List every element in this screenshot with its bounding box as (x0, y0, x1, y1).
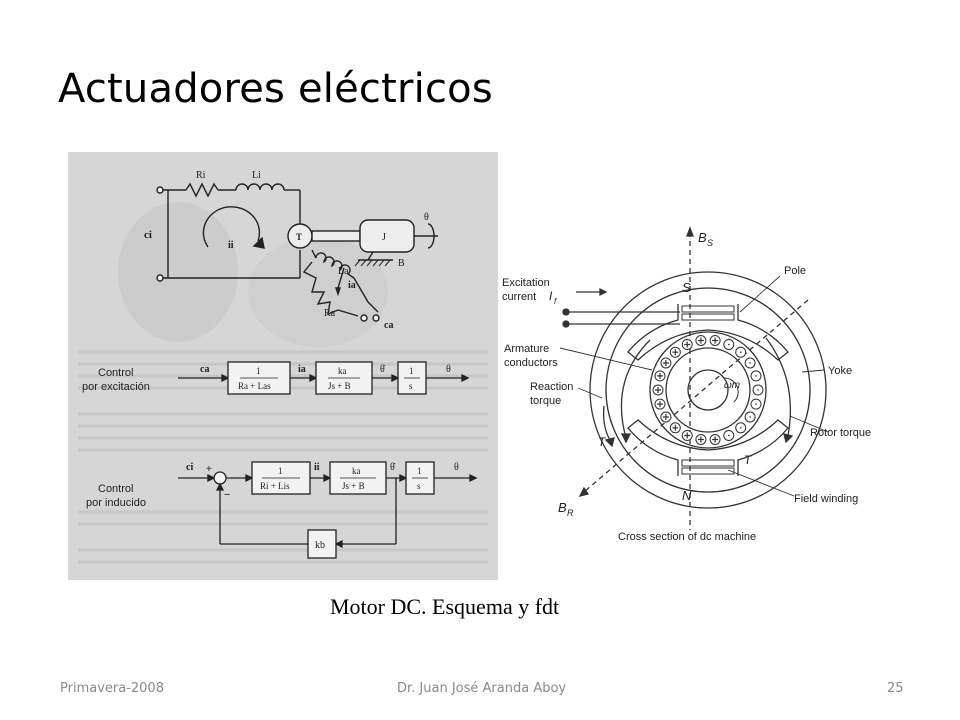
armature-conductors (652, 335, 764, 445)
excitation-block3-num: 1 (409, 366, 414, 376)
excitation-label-line2: current (502, 291, 536, 303)
armature-block2-num: ka (352, 466, 361, 476)
field-winding-label: Field winding (794, 493, 858, 505)
s-pole-label: S (682, 280, 691, 295)
block-diagram-excitation: Control por excitación ca 1 Ra + Las ia … (82, 361, 470, 395)
t-left-label: T (598, 435, 607, 449)
armature-block1-den: Ri + Lis (260, 481, 290, 491)
conductor-plus-icon (657, 372, 663, 379)
circuit-labels: ci Ri Li ii T J B θ La Ra ia ca (144, 170, 429, 331)
dc-machine-cross-section: B S B R S N Excitation current I f Pole … (498, 220, 898, 550)
inductor-a-label: La (338, 266, 349, 277)
armature-label-line1: Armature (504, 343, 549, 355)
reaction-label-line2: torque (530, 395, 561, 407)
armature-block3-den: s (417, 481, 421, 491)
conductor-plus-icon (657, 401, 663, 408)
current-i-label: ii (228, 240, 234, 251)
excitation-label-line1: Excitation (502, 277, 550, 289)
armature-minus: − (224, 489, 230, 501)
conductor-plus-icon (655, 387, 661, 393)
armature-output: θ (454, 462, 459, 473)
n-pole-label: N (682, 488, 692, 503)
armature-block1-num: 1 (278, 466, 283, 476)
t-right-label: T (744, 453, 753, 467)
slide-title: Actuadores eléctricos (58, 66, 493, 112)
br-label: B (558, 500, 567, 515)
excitation-block1-num: 1 (256, 366, 261, 376)
reaction-label-line1: Reaction (530, 381, 573, 393)
excitation-signal1: ia (298, 364, 306, 375)
armature-label-line2: por inducido (86, 497, 146, 509)
excitation-block2-den: Js + B (328, 381, 351, 391)
inertia-label: J (382, 232, 386, 243)
pole-label: Pole (784, 265, 806, 277)
resistor-a-label: Ra (324, 308, 336, 319)
cross-section-svg: B S B R S N Excitation current I f Pole … (502, 226, 871, 543)
circuit-input-label: ci (144, 229, 152, 241)
excitation-block2-num: ka (338, 366, 347, 376)
conductor-plus-icon (662, 360, 669, 366)
excitation-label-line2: por excitación (82, 381, 150, 393)
omega-label: ωm (724, 380, 740, 391)
conductor-plus-icon (697, 337, 704, 344)
dc-motor-schematic-figure: ci Ri Li ii T J B θ La Ra ia ca (68, 152, 498, 580)
br-sub: R (567, 508, 574, 518)
page-number: 25 (887, 681, 904, 696)
figure-caption: Motor DC. Esquema y fdt (330, 594, 560, 619)
voltage-a-label: ca (384, 320, 393, 331)
bs-sub: S (707, 238, 713, 248)
excitation-block3-den: s (409, 381, 413, 391)
conductor-plus-icon (712, 436, 719, 443)
resistor-i-label: Ri (196, 170, 206, 181)
rotor-torque-label: Rotor torque (810, 427, 871, 439)
armature-input: ci (186, 462, 193, 473)
armature-signal1: ii (314, 462, 320, 473)
circuit-diagram (156, 182, 438, 322)
conductor-plus-icon (684, 432, 691, 439)
armature-signal2: θ̇ (390, 462, 396, 473)
conductor-plus-icon (672, 349, 679, 356)
armature-block3-num: 1 (417, 466, 422, 476)
angle-label: θ (424, 212, 429, 223)
conductor-plus-icon (712, 337, 719, 344)
excitation-symbol: I (549, 289, 553, 303)
excitation-block1-den: Ra + Las (238, 381, 271, 391)
block-diagram-armature: Control por inducido ci + − 1 Ri + Lis i… (86, 461, 478, 559)
conductor-plus-icon (697, 436, 704, 443)
armature-feedback: kb (315, 540, 325, 551)
excitation-input: ca (200, 364, 209, 375)
excitation-output: θ (446, 364, 451, 375)
conductor-plus-icon (684, 341, 691, 348)
armature-label-line2: conductors (504, 357, 558, 369)
conductor-plus-icon (672, 424, 679, 431)
friction-label: B (398, 258, 405, 269)
excitation-sub: f (554, 297, 557, 306)
bs-label: B (698, 230, 707, 245)
excitation-signal2: θ̇ (380, 364, 386, 375)
armature-block2-den: Js + B (342, 481, 365, 491)
footer-date: Primavera-2008 (60, 681, 164, 696)
torque-label: T (296, 232, 302, 242)
inductor-i-label: Li (252, 170, 261, 181)
current-a-label: ia (348, 280, 356, 291)
armature-plus: + (206, 464, 212, 475)
armature-label-line1: Control (98, 483, 133, 495)
yoke-label: Yoke (828, 365, 852, 377)
excitation-label-line1: Control (98, 367, 133, 379)
footer-author: Dr. Juan José Aranda Aboy (397, 681, 567, 696)
schematic-svg: ci Ri Li ii T J B θ La Ra ia ca (68, 152, 498, 580)
conductor-plus-icon (662, 414, 669, 420)
section-caption: Cross section of dc machine (618, 531, 756, 543)
